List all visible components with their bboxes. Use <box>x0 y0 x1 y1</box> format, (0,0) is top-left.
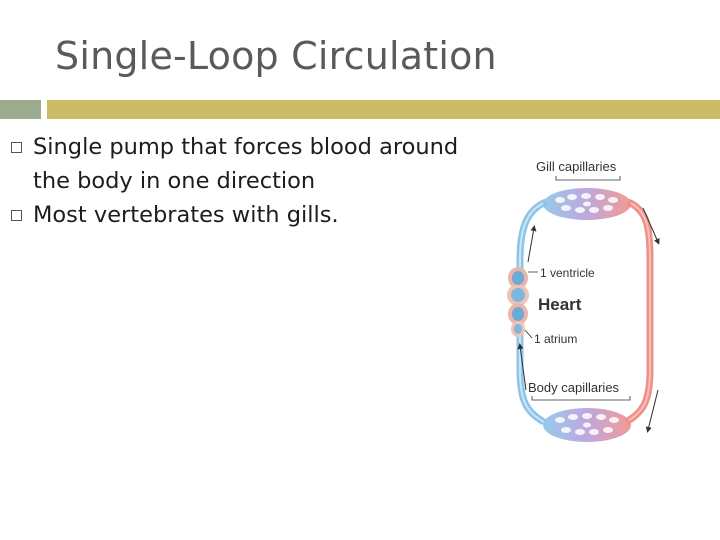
bullet-text: Single pump that forces blood around the… <box>33 130 470 198</box>
bullet-list: Single pump that forces blood around the… <box>0 130 470 232</box>
gill-capillary-bed <box>543 188 631 220</box>
atrium-label: 1 atrium <box>534 332 577 346</box>
gill-capillaries-label: Gill capillaries <box>536 159 617 174</box>
title-underline-left <box>0 100 41 119</box>
bullet-item: Single pump that forces blood around the… <box>0 130 470 198</box>
body-capillary-bed <box>543 408 631 442</box>
square-bullet-icon <box>11 142 22 153</box>
heart-icon <box>507 267 529 337</box>
ventricle-label: 1 ventricle <box>540 266 595 280</box>
heart-label: Heart <box>538 295 582 314</box>
body-capillaries-label: Body capillaries <box>528 380 620 395</box>
flow-arrow-icon <box>528 228 534 262</box>
title-underline-right <box>47 100 720 119</box>
square-bullet-icon <box>11 210 22 221</box>
single-loop-circulation-diagram: Gill capillaries 1 ventricle Heart 1 atr… <box>498 150 678 460</box>
bullet-text: Most vertebrates with gills. <box>33 198 470 232</box>
oxygenated-vessel <box>626 202 650 422</box>
bullet-item: Most vertebrates with gills. <box>0 198 470 232</box>
slide-title: Single-Loop Circulation <box>55 34 497 78</box>
